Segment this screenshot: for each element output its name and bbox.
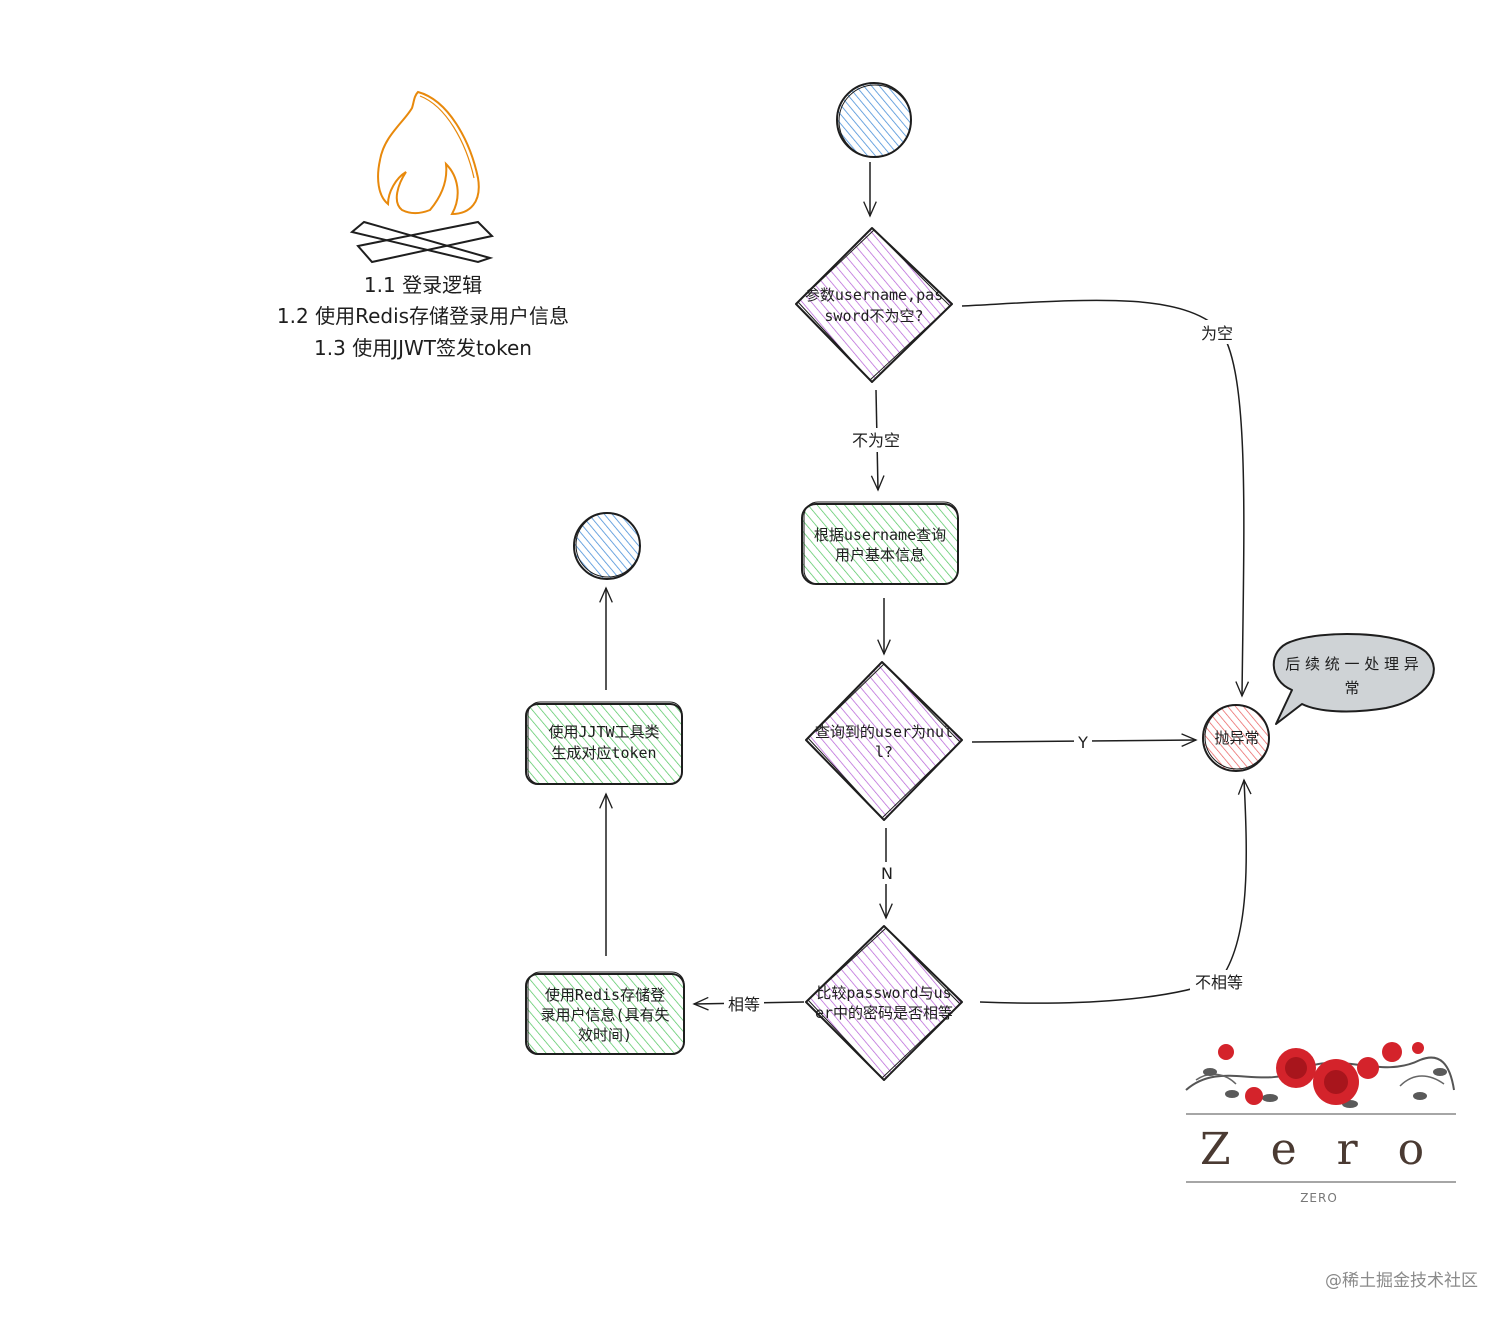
- store-redis-line-3: 效时间): [578, 1026, 632, 1044]
- title-block: 1.1 登录逻辑 1.2 使用Redis存储登录用户信息 1.3 使用JJWT签…: [277, 273, 569, 360]
- generate-token-node: 使用JJTW工具类 生成对应token: [525, 701, 683, 785]
- compare-password-line-2: er中的密码是否相等: [815, 1004, 953, 1022]
- rose-garland-icon: [1185, 1042, 1455, 1108]
- title-line-3: 1.3 使用JJWT签发token: [314, 336, 532, 360]
- edge-label-equal: 相等: [728, 995, 760, 1014]
- campfire-icon: [349, 90, 495, 264]
- logo-word: Zero: [1200, 1124, 1464, 1175]
- edge-label-yes: Y: [1077, 733, 1088, 752]
- edge-label-empty: 为空: [1201, 324, 1233, 343]
- query-user-line-2: 用户基本信息: [835, 546, 925, 564]
- edge-label-no: N: [881, 864, 893, 883]
- end-node: [573, 512, 641, 580]
- store-redis-node: 使用Redis存储登 录用户信息(具有失 效时间): [525, 971, 685, 1055]
- zero-logo: Zero ZERO: [1185, 1042, 1464, 1205]
- query-user-node: 根据username查询 用户基本信息: [801, 501, 959, 585]
- throw-exception-node: 抛异常: [1202, 704, 1270, 772]
- compare-password-line-1: 比较password与us: [816, 984, 951, 1002]
- compare-password-node: 比较password与us er中的密码是否相等: [805, 925, 963, 1081]
- store-redis-line-1: 使用Redis存储登: [545, 986, 665, 1004]
- store-redis-line-2: 录用户信息(具有失: [540, 1006, 669, 1024]
- title-line-2: 1.2 使用Redis存储登录用户信息: [277, 304, 569, 328]
- generate-token-line-1: 使用JJTW工具类: [548, 723, 659, 741]
- start-node: [836, 82, 912, 158]
- user-null-line-1: 查询到的user为nul: [815, 723, 953, 741]
- edge-check-empty-to-throw: [961, 299, 1250, 698]
- user-null-node: 查询到的user为nul l?: [805, 661, 963, 821]
- check-params-node: 参数username,pas sword不为空?: [795, 227, 953, 383]
- note-bubble-line-2: 常: [1344, 679, 1359, 697]
- check-params-line-1: 参数username,pas: [805, 286, 943, 304]
- query-user-line-1: 根据username查询: [814, 526, 946, 544]
- throw-exception-label: 抛异常: [1214, 729, 1259, 747]
- watermark-text: @稀土掘金技术社区: [1325, 1271, 1478, 1291]
- check-params-line-2: sword不为空?: [824, 307, 923, 325]
- user-null-line-2: l?: [875, 743, 893, 761]
- edge-label-not-equal: 不相等: [1195, 973, 1243, 992]
- generate-token-line-2: 生成对应token: [551, 744, 656, 762]
- logo-sub: ZERO: [1300, 1191, 1338, 1205]
- edge-compare-to-throw: [979, 778, 1252, 1004]
- title-line-1: 1.1 登录逻辑: [364, 273, 482, 297]
- note-bubble: 后 续 统 一 处 理 异 常: [1272, 633, 1435, 725]
- edge-labels: 为空 不为空 Y N 不相等 相等: [724, 320, 1248, 1016]
- note-bubble-line-1: 后 续 统 一 处 理 异: [1285, 655, 1419, 673]
- edge-label-not-empty: 不为空: [852, 431, 900, 450]
